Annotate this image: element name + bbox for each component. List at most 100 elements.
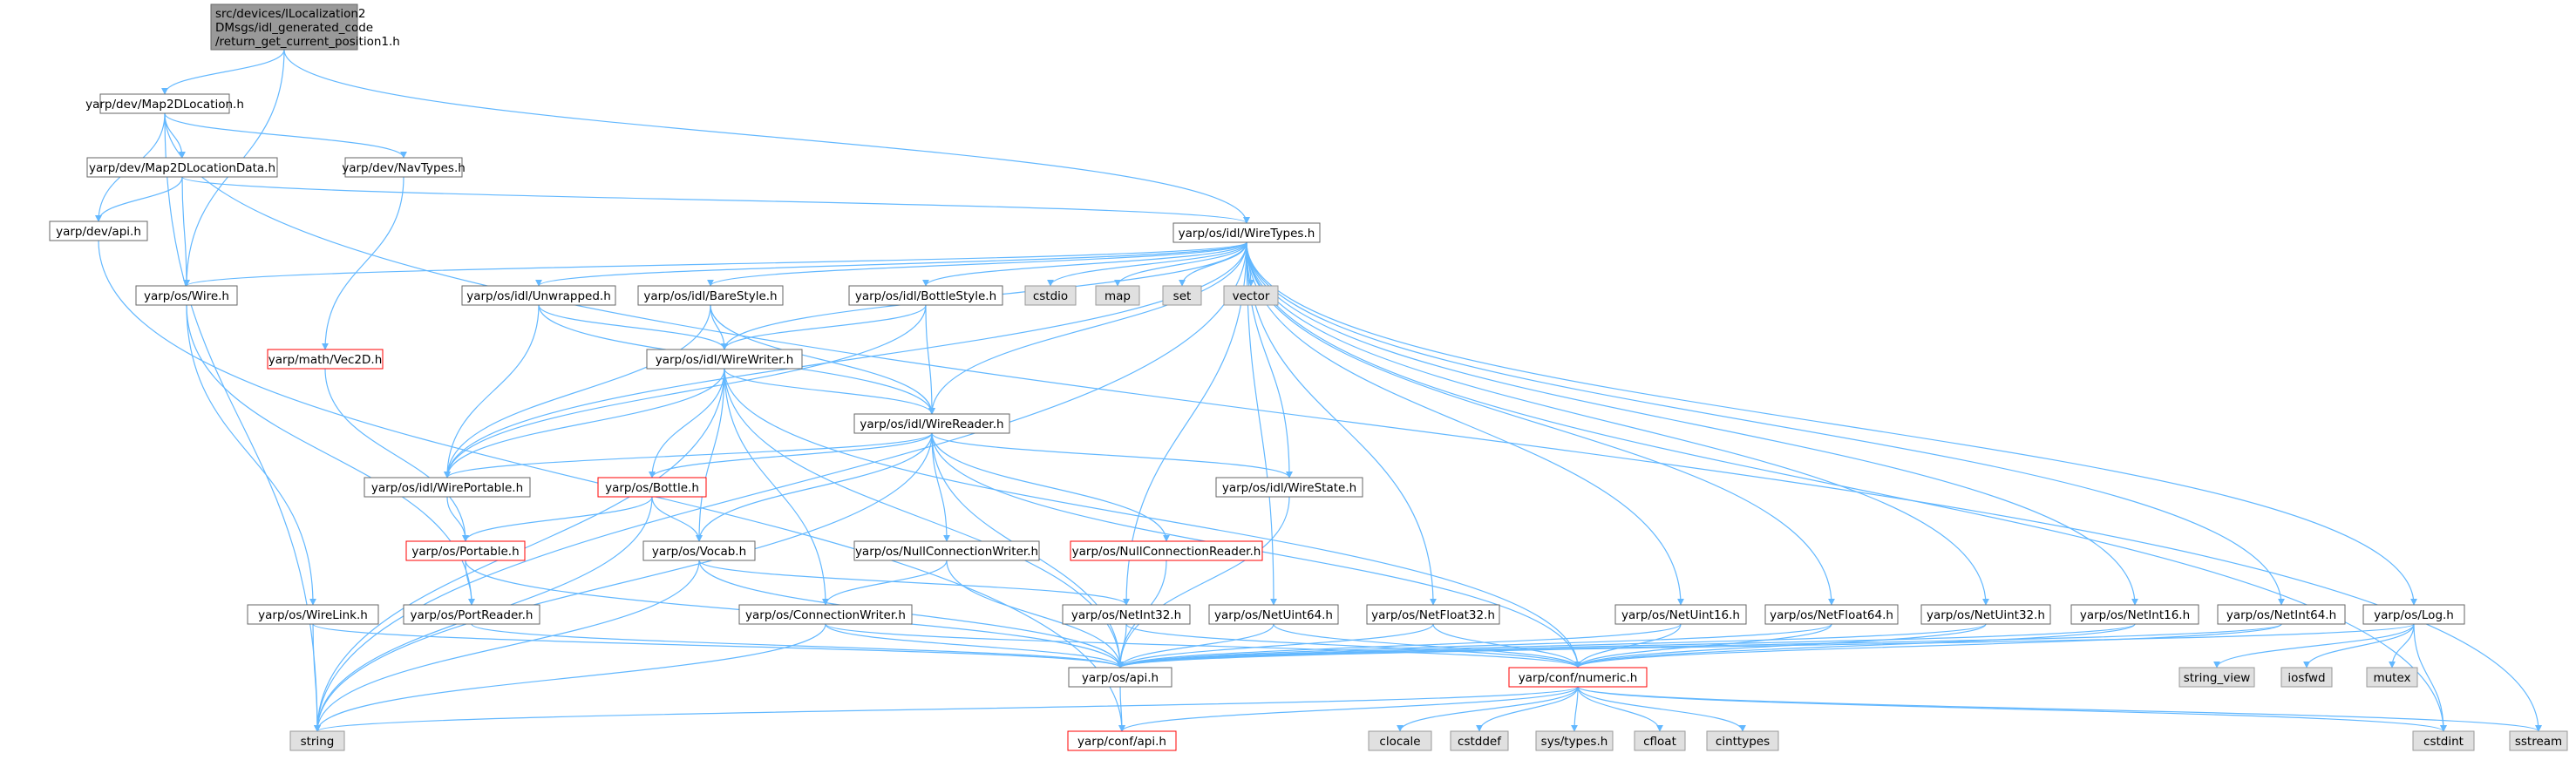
node-label-netfloat32: yarp/os/NetFloat32.h xyxy=(1371,608,1495,622)
edge-numeric-to-cstdint xyxy=(1577,686,2447,732)
node-label-string_view: string_view xyxy=(2184,671,2251,685)
edge-map2dlocationdata-to-wiretypes xyxy=(181,176,1250,224)
node-box-netuint16 xyxy=(1614,604,1747,625)
node-netuint16[interactable]: yarp/os/NetUint16.h xyxy=(1614,604,1747,625)
node-wire[interactable]: yarp/os/Wire.h xyxy=(135,285,238,306)
node-string_view: string_view xyxy=(2178,667,2255,688)
node-string: string xyxy=(289,730,345,751)
edge-wiretypes-to-netint64 xyxy=(1246,241,2285,606)
node-wireportable[interactable]: yarp/os/idl/WirePortable.h xyxy=(364,477,531,498)
node-label-sstream: sstream xyxy=(2515,735,2562,749)
edge-vocab-to-string xyxy=(314,560,700,732)
edge-netint64-to-osapi xyxy=(1117,623,2282,668)
node-netint32[interactable]: yarp/os/NetInt32.h xyxy=(1062,604,1191,625)
node-label-wireportable: yarp/os/idl/WirePortable.h xyxy=(371,481,523,495)
node-vocab[interactable]: yarp/os/Vocab.h xyxy=(642,540,756,561)
node-nullconnreader[interactable]: yarp/os/NullConnectionReader.h xyxy=(1070,540,1263,561)
edge-numeric-to-cinttypes xyxy=(1577,686,1746,732)
node-box-clocale xyxy=(1368,730,1432,751)
node-log[interactable]: yarp/os/Log.h xyxy=(2362,604,2465,625)
node-wiretypes[interactable]: yarp/os/idl/WireTypes.h xyxy=(1172,222,1321,243)
edge-wirewriter-to-bottle xyxy=(649,368,725,478)
node-label-barestyle: yarp/os/idl/BareStyle.h xyxy=(643,289,777,303)
edge-unwrapped-to-wireportable xyxy=(444,304,540,478)
edge-log-to-mutex xyxy=(2389,623,2415,668)
edge-netuint32-to-osapi xyxy=(1117,623,1987,668)
node-netint64[interactable]: yarp/os/NetInt64.h xyxy=(2217,604,2346,625)
node-barestyle[interactable]: yarp/os/idl/BareStyle.h xyxy=(637,285,784,306)
node-portreader[interactable]: yarp/os/PortReader.h xyxy=(403,604,540,625)
edge-log-to-iosfwd xyxy=(2303,623,2415,668)
node-label-devapi: yarp/dev/api.h xyxy=(56,225,141,239)
node-box-vocab xyxy=(642,540,756,561)
node-cstdint: cstdint xyxy=(2412,730,2475,751)
node-label-unwrapped: yarp/os/idl/Unwrapped.h xyxy=(466,289,611,303)
edge-wiretypes-to-string xyxy=(314,241,1247,732)
node-map2dlocationdata[interactable]: yarp/dev/Map2DLocationData.h xyxy=(86,157,278,178)
node-numeric[interactable]: yarp/conf/numeric.h xyxy=(1508,667,1648,688)
node-box-netfloat64 xyxy=(1764,604,1899,625)
node-label-mutex: mutex xyxy=(2373,671,2410,685)
edge-root-to-wiretypes xyxy=(283,49,1250,224)
edge-wirewriter-to-vocab xyxy=(696,368,725,542)
node-wirewriter[interactable]: yarp/os/idl/WireWriter.h xyxy=(646,349,803,370)
edge-bottle-to-portable xyxy=(462,496,653,542)
node-connwriter[interactable]: yarp/os/ConnectionWriter.h xyxy=(738,604,913,625)
node-wirelink[interactable]: yarp/os/WireLink.h xyxy=(247,604,379,625)
edge-netuint64-to-osapi xyxy=(1117,623,1274,668)
node-box-mutex xyxy=(2366,667,2418,688)
node-box-iosfwd xyxy=(2280,667,2333,688)
node-box-log xyxy=(2362,604,2465,625)
edge-bottlestyle-to-wirewriter xyxy=(721,304,927,350)
node-netfloat64[interactable]: yarp/os/NetFloat64.h xyxy=(1764,604,1899,625)
node-vec2d[interactable]: yarp/math/Vec2D.h xyxy=(267,349,384,370)
node-wirestate[interactable]: yarp/os/idl/WireState.h xyxy=(1215,477,1363,498)
node-cinttypes: cinttypes xyxy=(1706,730,1779,751)
edge-wiretypes-to-wireportable xyxy=(444,241,1247,478)
node-nullconnwriter[interactable]: yarp/os/NullConnectionWriter.h xyxy=(853,540,1040,561)
node-map2dlocation[interactable]: yarp/dev/Map2DLocation.h xyxy=(85,93,244,114)
edge-nullconnwriter-to-connwriter xyxy=(822,560,948,606)
edge-numeric-to-string xyxy=(314,686,1579,732)
node-devapi[interactable]: yarp/dev/api.h xyxy=(49,221,148,241)
node-navtypes[interactable]: yarp/dev/NavTypes.h xyxy=(342,157,466,178)
node-bottlestyle[interactable]: yarp/os/idl/BottleStyle.h xyxy=(848,285,1003,306)
node-bottle[interactable]: yarp/os/Bottle.h xyxy=(597,477,707,498)
node-root[interactable]: src/devices/lLocalization2DMsgs/idl_gene… xyxy=(210,3,400,51)
edge-netuint64-to-numeric xyxy=(1273,623,1581,668)
header-nodes: src/devices/lLocalization2DMsgs/idl_gene… xyxy=(49,3,2568,751)
node-label-cstdint: cstdint xyxy=(2423,735,2464,749)
dependency-edges xyxy=(95,49,2542,732)
edge-log-to-osapi xyxy=(1117,623,2415,668)
edge-netfloat32-to-osapi xyxy=(1117,623,1434,668)
node-wirereader[interactable]: yarp/os/idl/WireReader.h xyxy=(853,413,1010,434)
node-netuint32[interactable]: yarp/os/NetUint32.h xyxy=(1920,604,2051,625)
node-systypes: sys/types.h xyxy=(1535,730,1614,751)
edge-portable-to-portreader xyxy=(465,560,475,606)
node-confapi[interactable]: yarp/conf/api.h xyxy=(1067,730,1177,751)
node-box-wirewriter xyxy=(646,349,803,370)
node-box-cstddef xyxy=(1450,730,1509,751)
node-unwrapped[interactable]: yarp/os/idl/Unwrapped.h xyxy=(461,285,616,306)
node-netint16[interactable]: yarp/os/NetInt16.h xyxy=(2070,604,2199,625)
node-box-wire xyxy=(135,285,238,306)
edge-netfloat32-to-numeric xyxy=(1432,623,1581,668)
node-label-map2dlocationdata: yarp/dev/Map2DLocationData.h xyxy=(89,161,275,175)
node-label-bottlestyle: yarp/os/idl/BottleStyle.h xyxy=(855,289,996,303)
node-osapi[interactable]: yarp/os/api.h xyxy=(1068,667,1172,688)
edge-log-to-string_view xyxy=(2213,623,2415,668)
node-box-vector xyxy=(1223,285,1279,306)
node-label-vocab: yarp/os/Vocab.h xyxy=(652,545,746,559)
node-label-netuint16: yarp/os/NetUint16.h xyxy=(1621,608,1740,622)
node-label-cinttypes: cinttypes xyxy=(1716,735,1770,749)
edge-netfloat64-to-osapi xyxy=(1117,623,1832,668)
edge-map2dlocation-to-navtypes xyxy=(164,112,407,159)
node-label-confapi: yarp/conf/api.h xyxy=(1077,735,1166,749)
node-netuint64[interactable]: yarp/os/NetUint64.h xyxy=(1208,604,1339,625)
node-netfloat32[interactable]: yarp/os/NetFloat32.h xyxy=(1366,604,1500,625)
edge-wirelink-to-osapi xyxy=(312,623,1124,668)
edge-wirereader-to-wirestate xyxy=(931,432,1293,478)
node-label-root: src/devices/lLocalization2 xyxy=(215,7,365,21)
node-portable[interactable]: yarp/os/Portable.h xyxy=(405,540,526,561)
